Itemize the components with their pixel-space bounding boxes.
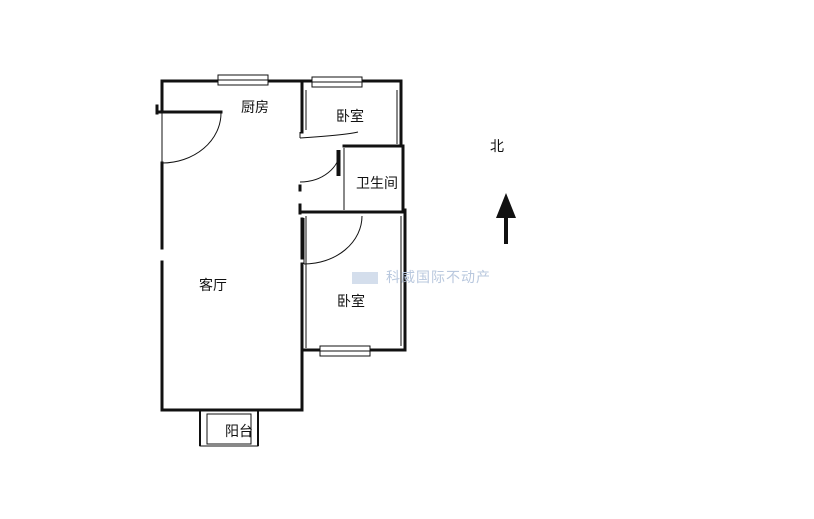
door-leaves bbox=[336, 150, 362, 214]
bedroom-north-label: 卧室 bbox=[336, 109, 364, 125]
north-arrow-icon bbox=[496, 193, 516, 244]
kitchen-label: 厨房 bbox=[241, 100, 269, 116]
walls bbox=[155, 79, 407, 412]
north-label: 北 bbox=[490, 139, 504, 155]
balcony-label: 阳台 bbox=[225, 424, 253, 440]
thin-walls bbox=[305, 90, 402, 348]
watermark-text: 科威国际不动产 bbox=[386, 270, 491, 286]
windows bbox=[217, 74, 371, 357]
door-swings bbox=[161, 112, 363, 265]
watermark-logo bbox=[352, 272, 378, 284]
bathroom-label: 卫生间 bbox=[356, 176, 398, 192]
balcony bbox=[199, 409, 259, 447]
bedroom-south-label: 卧室 bbox=[337, 294, 365, 310]
living-room-label: 客厅 bbox=[199, 278, 227, 294]
